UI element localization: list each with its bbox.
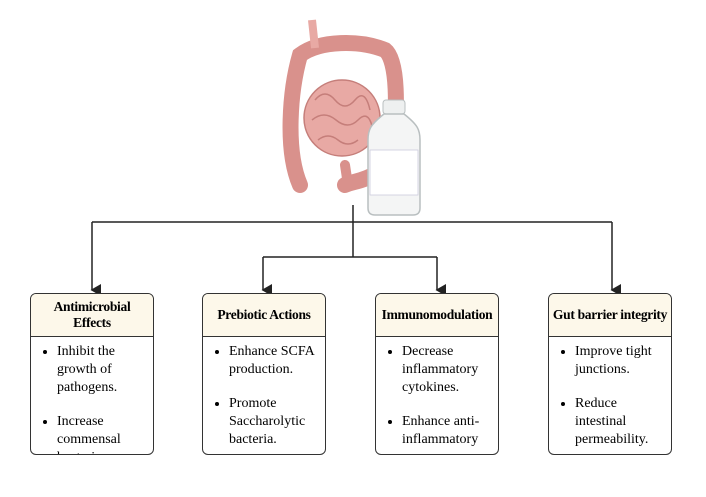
bullet: Promote Saccharolytic bacteria.: [229, 395, 325, 449]
box-title: Gut barrier integrity: [549, 294, 671, 337]
bullet: Improve tight junctions.: [575, 343, 671, 379]
box-title: Antimicrobial Effects: [31, 294, 153, 337]
bullet: Enhance SCFA production.: [229, 343, 325, 379]
bottle-icon: [367, 99, 421, 216]
bullet: Increase commensal bacteria.: [57, 413, 153, 454]
bullet: Inhibit the growth of pathogens.: [57, 343, 153, 397]
box-prebiotic-actions: Prebiotic Actions Enhance SCFA productio…: [202, 293, 326, 455]
bullet: Reduce intestinal permeability.: [575, 395, 671, 449]
box-immunomodulation: Immunomodulation Decrease inflammatory c…: [375, 293, 499, 455]
bullet: Decrease inflammatory cytokines.: [402, 343, 498, 397]
box-title: Immunomodulation: [376, 294, 498, 337]
box-gut-barrier-integrity: Gut barrier integrity Improve tight junc…: [548, 293, 672, 455]
bullet: Enhance anti-inflammatory responses.: [402, 413, 498, 454]
box-title: Prebiotic Actions: [203, 294, 325, 337]
box-antimicrobial-effects: Antimicrobial Effects Inhibit the growth…: [30, 293, 154, 455]
connector-lines: [90, 205, 621, 296]
